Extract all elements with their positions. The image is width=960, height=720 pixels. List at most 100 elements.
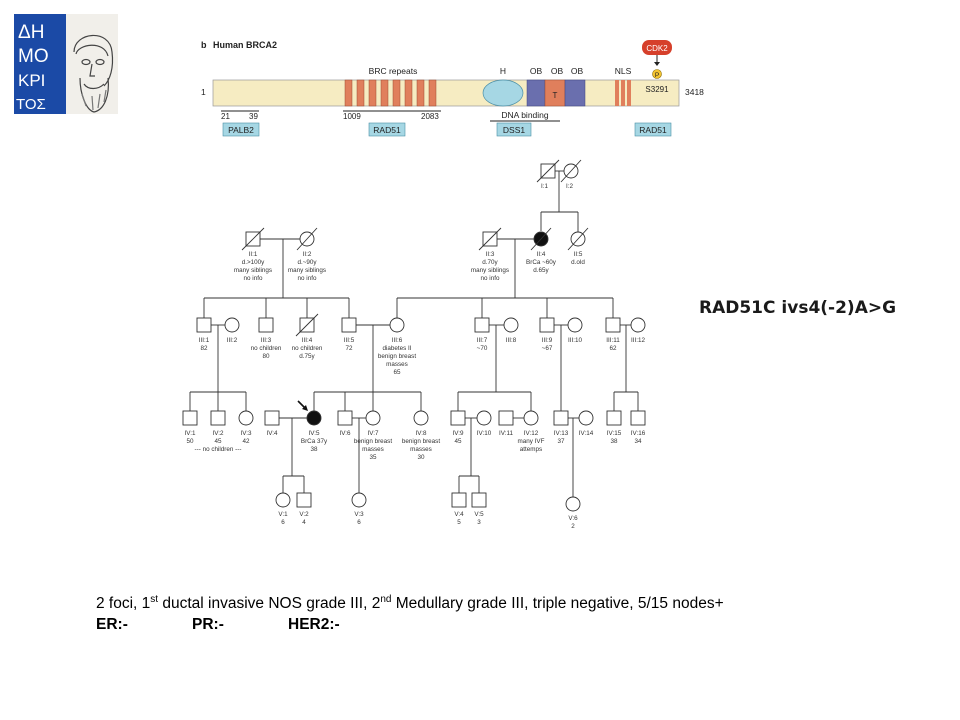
institution-logo: ΔΗ ΜΟ ΚΡΙ ΤΟΣ: [14, 14, 118, 114]
svg-text:III:3: III:3: [261, 337, 272, 344]
svg-text:benign breast: benign breast: [354, 438, 392, 445]
svg-text:4: 4: [302, 519, 306, 526]
svg-text:III:2: III:2: [227, 337, 238, 344]
svg-text:no info: no info: [244, 275, 263, 282]
svg-text:IV:10: IV:10: [477, 430, 492, 437]
ob-fold-1: [526, 79, 546, 107]
svg-text:III:7: III:7: [477, 337, 488, 344]
her2-status: HER2:-: [288, 616, 340, 633]
svg-text:d.~90y: d.~90y: [297, 259, 317, 266]
svg-text:III:6: III:6: [392, 337, 403, 344]
svg-text:2: 2: [571, 523, 575, 530]
proband-arrow-icon: [297, 400, 308, 411]
svg-text:IV:2: IV:2: [213, 430, 224, 437]
svg-text:d.65y: d.65y: [533, 267, 549, 274]
tumor-desc-part2: ductal invasive NOS grade III, 2: [158, 595, 381, 613]
phospho-label: P: [655, 72, 659, 79]
er-status: ER:-: [96, 616, 128, 633]
svg-text:5: 5: [457, 519, 461, 526]
svg-text:III:5: III:5: [344, 337, 355, 344]
svg-text:~67: ~67: [542, 345, 553, 352]
svg-text:d.75y: d.75y: [299, 353, 315, 360]
svg-text:many siblings: many siblings: [234, 267, 272, 274]
family-pedigree: I:1 I:2 II:1 d.>100y many siblings no in…: [182, 159, 646, 530]
svg-text:d.70y: d.70y: [482, 259, 498, 266]
svg-text:diabetes II: diabetes II: [382, 345, 411, 352]
svg-text:V:3: V:3: [354, 511, 364, 518]
svg-text:masses: masses: [386, 361, 408, 368]
rad51-box-2: RAD51: [639, 125, 667, 135]
logo-letters-1: ΔΗ: [18, 22, 44, 43]
svg-text:II:3: II:3: [486, 251, 495, 258]
helical-domain: [482, 79, 524, 107]
svg-text:V:1: V:1: [278, 511, 288, 518]
svg-text:38: 38: [610, 438, 618, 445]
protein-bar: [212, 79, 680, 107]
s3291-label: S3291: [645, 85, 669, 94]
svg-text:IV:16: IV:16: [631, 430, 646, 437]
svg-text:V:2: V:2: [299, 511, 309, 518]
pos-39: 39: [249, 112, 258, 121]
svg-text:~70: ~70: [477, 345, 488, 352]
cdk2-badge: [642, 40, 672, 55]
svg-text:III:9: III:9: [542, 337, 553, 344]
svg-text:30: 30: [417, 454, 425, 461]
svg-text:82: 82: [200, 345, 208, 352]
svg-text:45: 45: [454, 438, 462, 445]
start-position: 1: [201, 87, 206, 97]
tumor-desc-part1: 2 foci, 1: [96, 595, 151, 613]
svg-text:BrCa ~60y: BrCa ~60y: [526, 259, 557, 266]
portrait-image: [73, 34, 114, 113]
svg-text:IV:15: IV:15: [607, 430, 622, 437]
svg-text:6: 6: [281, 519, 285, 526]
svg-text:IV:13: IV:13: [554, 430, 569, 437]
pos-1009: 1009: [343, 112, 361, 121]
svg-text:I:1: I:1: [541, 183, 548, 190]
palb2-box: PALB2: [228, 125, 254, 135]
nls-label: NLS: [615, 66, 632, 76]
svg-text:masses: masses: [410, 446, 432, 453]
ob-label-2: OB: [551, 66, 564, 76]
svg-text:II:1: II:1: [249, 251, 258, 258]
svg-text:62: 62: [609, 345, 617, 352]
svg-text:IV:8: IV:8: [416, 430, 427, 437]
svg-text:IV:4: IV:4: [267, 430, 278, 437]
ob-fold-3: [564, 79, 586, 107]
svg-text:no children: no children: [292, 345, 323, 352]
svg-text:3: 3: [477, 519, 481, 526]
svg-text:d.>100y: d.>100y: [242, 259, 265, 266]
panel-label: b: [201, 40, 207, 50]
svg-text:III:10: III:10: [568, 337, 582, 344]
svg-text:IV:11: IV:11: [499, 430, 513, 437]
svg-text:37: 37: [557, 438, 565, 445]
svg-text:no info: no info: [298, 275, 317, 282]
svg-text:many siblings: many siblings: [288, 267, 326, 274]
svg-text:IV:7: IV:7: [368, 430, 379, 437]
pedigree-lines: [189, 170, 639, 497]
receptor-status: ER:-PR:-HER2:-: [96, 616, 340, 634]
svg-text:50: 50: [186, 438, 194, 445]
svg-text:masses: masses: [362, 446, 384, 453]
mutation-label: RAD51C ivs4(-2)A>G: [699, 298, 897, 318]
svg-text:V:4: V:4: [454, 511, 464, 518]
pedigree-symbols: [182, 159, 646, 512]
logo-letters-4: ΤΟΣ: [16, 96, 46, 113]
svg-text:BrCa 37y: BrCa 37y: [301, 438, 328, 445]
tumor-desc-part3: Medullary grade III, triple negative, 5/…: [391, 595, 724, 613]
svg-text:IV:12: IV:12: [524, 430, 539, 437]
svg-text:III:1: III:1: [199, 337, 210, 344]
svg-text:80: 80: [262, 353, 270, 360]
rad51-box-1: RAD51: [373, 125, 401, 135]
brc-repeat-bars: [344, 79, 437, 107]
svg-text:IV:5: IV:5: [309, 430, 320, 437]
svg-text:IV:1: IV:1: [185, 430, 196, 437]
svg-text:d.old: d.old: [571, 259, 585, 266]
svg-text:III:4: III:4: [302, 337, 313, 344]
svg-text:many IVF: many IVF: [518, 438, 545, 445]
svg-text:no children: no children: [251, 345, 282, 352]
svg-text:attemps: attemps: [520, 446, 542, 453]
tumor-desc-sup2: nd: [380, 594, 392, 605]
svg-text:I:2: I:2: [566, 183, 573, 190]
svg-text:V:6: V:6: [568, 515, 578, 522]
svg-text:65: 65: [393, 369, 401, 376]
